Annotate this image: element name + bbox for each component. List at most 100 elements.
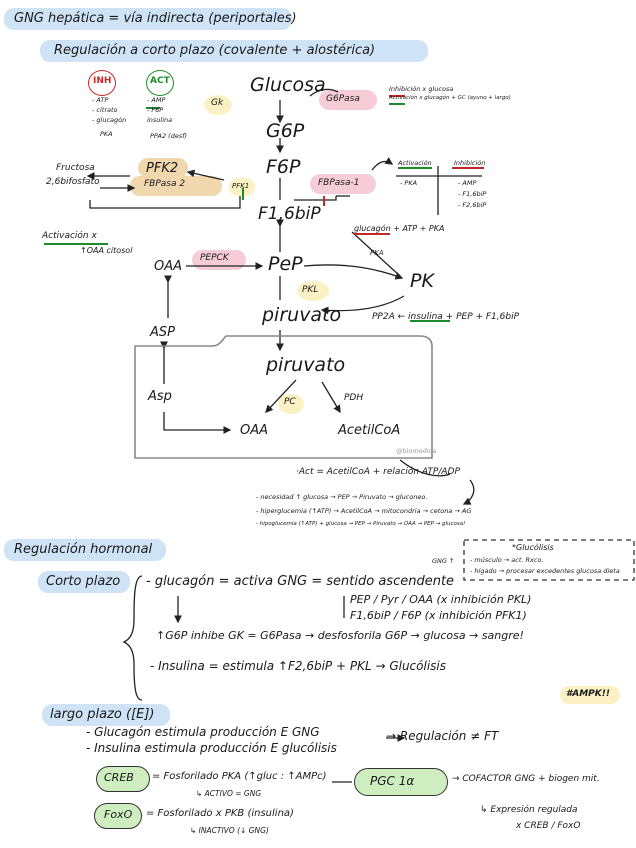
fbp1-inh-amp: - AMP — [458, 179, 477, 187]
pdh-enzyme: PDH — [344, 393, 364, 403]
fbp1-inhibition-title: Inhibición — [454, 159, 486, 167]
cofactor-text: → COFACTOR GNG + biogen mit. — [452, 774, 600, 784]
bifosfato-label: 2,6bifosfato — [46, 177, 100, 187]
pkl-enzyme: PKL — [302, 285, 319, 295]
ampk-highlight — [560, 686, 620, 704]
fbp1-activation-title: Activación — [398, 159, 432, 167]
fbpasa2-highlight — [130, 176, 222, 196]
pgc-label: PGC 1α — [370, 774, 415, 788]
glucolisis-box-title: *Glucólisis — [512, 543, 554, 552]
pkl-highlight — [297, 281, 329, 301]
foxo-pill — [94, 803, 142, 829]
foxo-label: FoxO — [104, 808, 133, 821]
pka-label: PKA — [370, 249, 384, 257]
bullet-hiperglucemia: - hiperglucemia (↑ATP) → AcetilCoA → mit… — [256, 507, 472, 515]
watermark: @biomedica — [396, 447, 437, 455]
glucagon-row: - glucagón = activa GNG = sentido ascend… — [146, 574, 455, 589]
act-circle — [146, 70, 174, 96]
pc-highlight — [278, 394, 304, 414]
insulina-largo-row: - Insulina estimula producción E glucóli… — [86, 741, 337, 755]
asp-metabolite: ASP — [150, 325, 175, 340]
g6p-inhibe-row: ↑G6P inhibe GK = G6Pasa → desfosforila G… — [156, 629, 524, 642]
inh-label: INH — [93, 76, 112, 86]
glucosa-metabolite: Glucosa — [250, 74, 326, 96]
pfk1-highlight — [229, 178, 255, 196]
f6p-metabolite: F6P — [266, 156, 301, 178]
expresion-regulada: ↳ Expresión regulada — [480, 805, 578, 815]
insulina-row: - Insulina = estimula ↑F2,6biP + PKL → G… — [150, 659, 446, 673]
foxo-inactivo: ↳ INACTIVO (↓ GNG) — [190, 826, 269, 835]
ampk-note: #AMPK!! — [566, 689, 610, 699]
f16bp-metabolite: F1,6biP — [258, 204, 321, 224]
largo-plazo-label: largo plazo ([E]) — [50, 707, 155, 722]
inh-item-glucagon: - glucagón — [92, 116, 127, 124]
fbp1-activation-pka: - PKA — [400, 179, 418, 187]
gk-highlight — [204, 95, 232, 115]
act-label: ACT — [150, 76, 170, 86]
g6p-metabolite: G6P — [266, 120, 305, 142]
fbp1-inh-f26: - F2,6biP — [458, 201, 487, 209]
gk-enzyme: Gk — [211, 98, 224, 108]
largo-plazo-highlight — [42, 704, 170, 726]
act-item-ppa2: PPA2 (desf) — [150, 132, 188, 140]
title-highlight — [4, 8, 292, 30]
regulacion-ft: → Regulación ≠ FT — [386, 729, 499, 743]
page-title: GNG hepática = vía indirecta (periportal… — [14, 11, 297, 26]
act-item-insulina: insulina — [147, 116, 173, 124]
pepck-highlight — [192, 250, 246, 270]
inh-item-citrato: - citrato — [92, 106, 118, 114]
pep-metabolite: PeP — [268, 253, 303, 275]
glucagon-pka-line: glucagón + ATP + PKA — [354, 224, 445, 233]
corto-plazo-highlight — [38, 571, 130, 593]
act-item-f6p: - F6P — [147, 106, 164, 114]
section1-title: Regulación a corto plazo (covalente + al… — [54, 43, 376, 58]
creb-pill — [96, 766, 150, 792]
section1-highlight — [40, 40, 428, 62]
pfk2-enzyme: PFK2 — [146, 161, 179, 176]
inh-item-pka: PKA — [100, 130, 113, 138]
piruvato-metabolite: piruvato — [262, 304, 342, 326]
fbpasa1-highlight — [310, 174, 376, 194]
acetilcoa-mito: AcetilCoA — [338, 423, 401, 438]
pk-enzyme: PK — [410, 270, 434, 292]
pfk2-highlight — [138, 158, 188, 178]
bullet-necesidad: - necesidad ↑ glucosa → PEP → Piruvato →… — [256, 493, 428, 501]
activacion-note: Activación x — [42, 231, 97, 241]
inh-item-atp: - ATP — [92, 96, 109, 104]
fbpasa1-enzyme: FBPasa-1 — [318, 178, 360, 188]
f16-f6p-row: F1,6biP / F6P (x inhibición PFK1) — [350, 609, 527, 622]
pgc-pill — [354, 768, 448, 796]
g6pasa-activation-note: Activación x glucagón + GC (ayuno + larg… — [389, 95, 511, 101]
pc-enzyme: PC — [284, 397, 296, 407]
oaa-mito: OAA — [240, 423, 269, 438]
piruvato-mito: piruvato — [266, 354, 346, 376]
gng-superscript: GNG ↑ — [432, 557, 455, 565]
fructosa-label: Fructosa — [56, 163, 95, 173]
expresion-creb-foxo: x CREB / FoxO — [516, 821, 581, 831]
creb-activo: ↳ ACTIVO = GNG — [196, 789, 262, 798]
glucagon-largo-row: - Glucagón estimula producción E GNG — [86, 725, 320, 739]
oaa-metabolite: OAA — [154, 259, 183, 274]
act-item-amp: - AMP — [147, 96, 166, 104]
g6pasa-inhibition-note: Inhibición x glucosa — [389, 85, 454, 93]
pp2a-line: PP2A ← insulina + PEP + F1,6biP — [372, 312, 520, 322]
fbpasa2-enzyme: FBPasa 2 — [144, 179, 186, 189]
pepck-enzyme: PEPCK — [200, 253, 229, 263]
corto-plazo-label: Corto plazo — [46, 574, 121, 589]
pep-pyr-oaa-row: PEP / Pyr / OAA (x inhibición PKL) — [350, 593, 532, 606]
glucolisis-box-higado: - hígado → procesar excedentes glucosa d… — [470, 567, 620, 575]
g6pasa-highlight — [319, 90, 377, 110]
section2-title: Regulación hormonal — [14, 542, 153, 557]
pfk1-enzyme: PFK1 — [232, 182, 250, 190]
fbp1-inh-f16: - F1,6biP — [458, 190, 487, 198]
g6pasa-enzyme: G6Pasa — [326, 94, 360, 104]
inh-circle — [88, 70, 116, 96]
section2-highlight — [4, 539, 166, 561]
glucolisis-box-musculo: - músculo → act. Rxco. — [470, 556, 544, 564]
foxo-text: = Fosforilado x PKB (insulina) — [146, 808, 294, 819]
act-acetilcoa-line: ·Act = AcetilCoA + relación ATP/ADP — [296, 467, 460, 477]
creb-label: CREB — [104, 771, 134, 784]
oaa-citosol-note: ↑OAA citosol — [80, 246, 133, 255]
asp-mito: Asp — [148, 389, 172, 404]
